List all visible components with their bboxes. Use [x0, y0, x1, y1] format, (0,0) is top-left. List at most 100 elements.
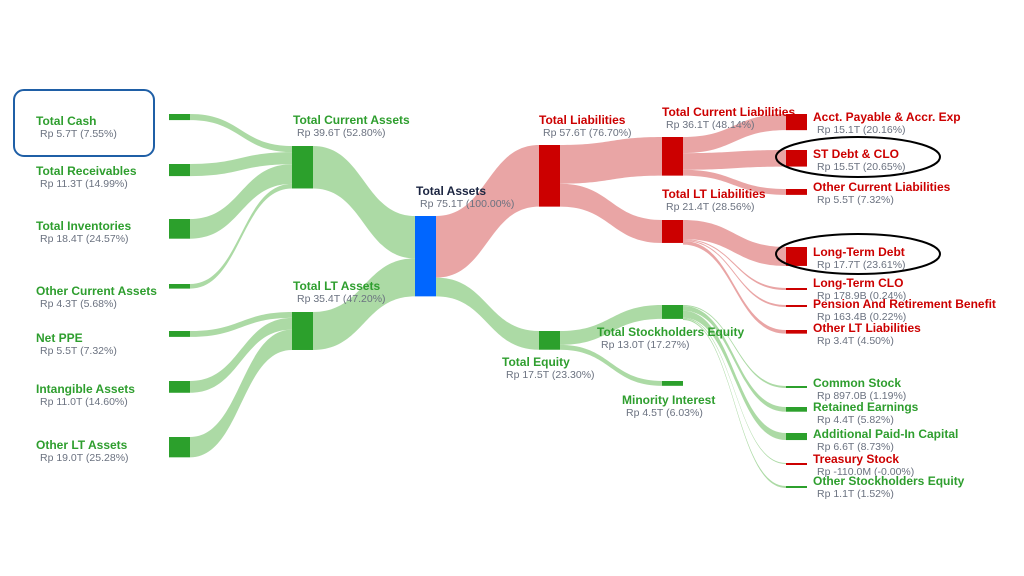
link-total-current-assets-to-total-assets	[313, 146, 415, 259]
node-total-inventories[interactable]	[169, 219, 190, 239]
value-retained-earnings: Rp 4.4T (5.82%)	[817, 414, 894, 426]
value-additional-paid-in: Rp 6.6T (8.73%)	[817, 441, 894, 453]
label-long-term-debt: Long-Term Debt	[813, 245, 905, 259]
link-total-equity-to-total-stockholders-equity	[560, 305, 662, 345]
node-total-equity[interactable]	[539, 331, 560, 350]
node-total-current-liabilities[interactable]	[662, 137, 683, 176]
link-net-ppe-to-total-lt-assets	[190, 312, 292, 337]
node-other-lt-assets[interactable]	[169, 437, 190, 458]
label-total-inventories: Total Inventories	[36, 219, 131, 233]
value-total-current-assets: Rp 39.6T (52.80%)	[297, 127, 386, 139]
link-total-stockholders-equity-to-treasury-stock	[683, 317, 786, 464]
node-other-stockholders-equity[interactable]	[786, 486, 807, 488]
label-net-ppe: Net PPE	[36, 331, 83, 345]
value-other-lt-assets: Rp 19.0T (25.28%)	[40, 452, 129, 464]
label-minority-interest: Minority Interest	[622, 393, 715, 407]
value-total-assets: Rp 75.1T (100.00%)	[420, 198, 514, 210]
link-total-lt-liabilities-to-other-lt-liabilities	[683, 240, 786, 334]
value-total-inventories: Rp 18.4T (24.57%)	[40, 233, 129, 245]
link-total-cash-to-total-current-assets	[190, 114, 292, 153]
value-total-receivables: Rp 11.3T (14.99%)	[40, 178, 128, 190]
value-total-stockholders-equity: Rp 13.0T (17.27%)	[601, 339, 690, 351]
value-treasury-stock: Rp -110.0M (-0.00%)	[817, 466, 914, 478]
node-total-cash[interactable]	[169, 114, 190, 121]
node-minority-interest[interactable]	[662, 381, 683, 386]
node-long-term-clo[interactable]	[786, 288, 807, 290]
label-pension: Pension And Retirement Benefit	[813, 297, 996, 311]
value-total-lt-liabilities: Rp 21.4T (28.56%)	[666, 201, 755, 213]
node-pension[interactable]	[786, 305, 807, 307]
value-total-lt-assets: Rp 35.4T (47.20%)	[297, 293, 386, 305]
link-other-lt-assets-to-total-lt-assets	[190, 329, 292, 458]
label-other-lt-liabilities: Other LT Liabilities	[813, 321, 921, 335]
label-common-stock: Common Stock	[813, 376, 901, 390]
node-total-assets[interactable]	[415, 216, 436, 297]
node-total-lt-liabilities[interactable]	[662, 220, 683, 243]
value-other-stockholders-equity: Rp 1.1T (1.52%)	[817, 488, 894, 500]
link-total-assets-to-total-liabilities	[436, 145, 539, 278]
highlight-st-debt	[775, 136, 941, 178]
node-long-term-debt[interactable]	[786, 247, 807, 266]
label-long-term-clo: Long-Term CLO	[813, 276, 903, 290]
node-other-current-liabilities[interactable]	[786, 189, 807, 195]
node-additional-paid-in[interactable]	[786, 433, 807, 441]
link-total-current-liabilities-to-acct-payable	[683, 114, 786, 154]
link-total-stockholders-equity-to-common-stock	[683, 305, 786, 388]
value-long-term-clo: Rp 178.9B (0.24%)	[817, 290, 906, 302]
value-total-cash: Rp 5.7T (7.55%)	[40, 128, 117, 140]
link-total-lt-liabilities-to-long-term-clo	[683, 238, 786, 290]
label-other-current-assets: Other Current Assets	[36, 284, 157, 298]
nodes-layer	[169, 114, 807, 488]
value-minority-interest: Rp 4.5T (6.03%)	[626, 407, 703, 419]
link-total-stockholders-equity-to-retained-earnings	[683, 306, 786, 412]
value-other-current-liabilities: Rp 5.5T (7.32%)	[817, 194, 894, 206]
node-st-debt[interactable]	[786, 150, 807, 167]
node-total-liabilities[interactable]	[539, 145, 560, 207]
node-retained-earnings[interactable]	[786, 407, 807, 412]
node-total-receivables[interactable]	[169, 164, 190, 177]
link-total-liabilities-to-total-lt-liabilities	[560, 183, 662, 243]
label-total-stockholders-equity: Total Stockholders Equity	[597, 325, 744, 339]
value-intangible-assets: Rp 11.0T (14.60%)	[40, 396, 128, 408]
label-total-cash: Total Cash	[36, 114, 96, 128]
value-total-current-liabilities: Rp 36.1T (48.14%)	[666, 119, 755, 131]
value-total-liabilities: Rp 57.6T (76.70%)	[543, 127, 632, 139]
node-other-current-assets[interactable]	[169, 284, 190, 289]
label-total-assets: Total Assets	[416, 184, 486, 198]
value-other-current-assets: Rp 4.3T (5.68%)	[40, 298, 117, 310]
value-pension: Rp 163.4B (0.22%)	[817, 311, 906, 323]
link-total-inventories-to-total-current-assets	[190, 164, 292, 239]
label-other-stockholders-equity: Other Stockholders Equity	[813, 474, 965, 488]
link-other-current-assets-to-total-current-assets	[190, 183, 292, 289]
node-other-lt-liabilities[interactable]	[786, 330, 807, 334]
link-intangible-assets-to-total-lt-assets	[190, 317, 292, 393]
node-acct-payable[interactable]	[786, 114, 807, 131]
link-total-equity-to-minority-interest	[560, 344, 662, 386]
label-st-debt: ST Debt & CLO	[813, 147, 899, 161]
node-total-lt-assets[interactable]	[292, 312, 313, 350]
label-treasury-stock: Treasury Stock	[813, 452, 899, 466]
value-net-ppe: Rp 5.5T (7.32%)	[40, 345, 117, 357]
value-long-term-debt: Rp 17.7T (23.61%)	[817, 259, 906, 271]
label-total-lt-liabilities: Total LT Liabilities	[662, 187, 766, 201]
label-other-current-liabilities: Other Current Liabilities	[813, 180, 951, 194]
node-treasury-stock[interactable]	[786, 463, 807, 465]
node-total-current-assets[interactable]	[292, 146, 313, 189]
node-total-stockholders-equity[interactable]	[662, 305, 683, 319]
value-st-debt: Rp 15.5T (20.65%)	[817, 161, 906, 173]
value-other-lt-liabilities: Rp 3.4T (4.50%)	[817, 335, 894, 347]
node-intangible-assets[interactable]	[169, 381, 190, 393]
label-total-current-liabilities: Total Current Liabilities	[662, 105, 795, 119]
link-total-current-liabilities-to-other-current-liabilities	[683, 169, 786, 195]
link-total-current-liabilities-to-st-debt	[683, 150, 786, 170]
label-additional-paid-in: Additional Paid-In Capital	[813, 427, 958, 441]
link-total-liabilities-to-total-current-liabilities	[560, 137, 662, 184]
node-common-stock[interactable]	[786, 386, 807, 388]
node-net-ppe[interactable]	[169, 331, 190, 337]
label-other-lt-assets: Other LT Assets	[36, 438, 128, 452]
highlights-layer	[13, 89, 941, 275]
link-total-stockholders-equity-to-additional-paid-in	[683, 310, 786, 441]
